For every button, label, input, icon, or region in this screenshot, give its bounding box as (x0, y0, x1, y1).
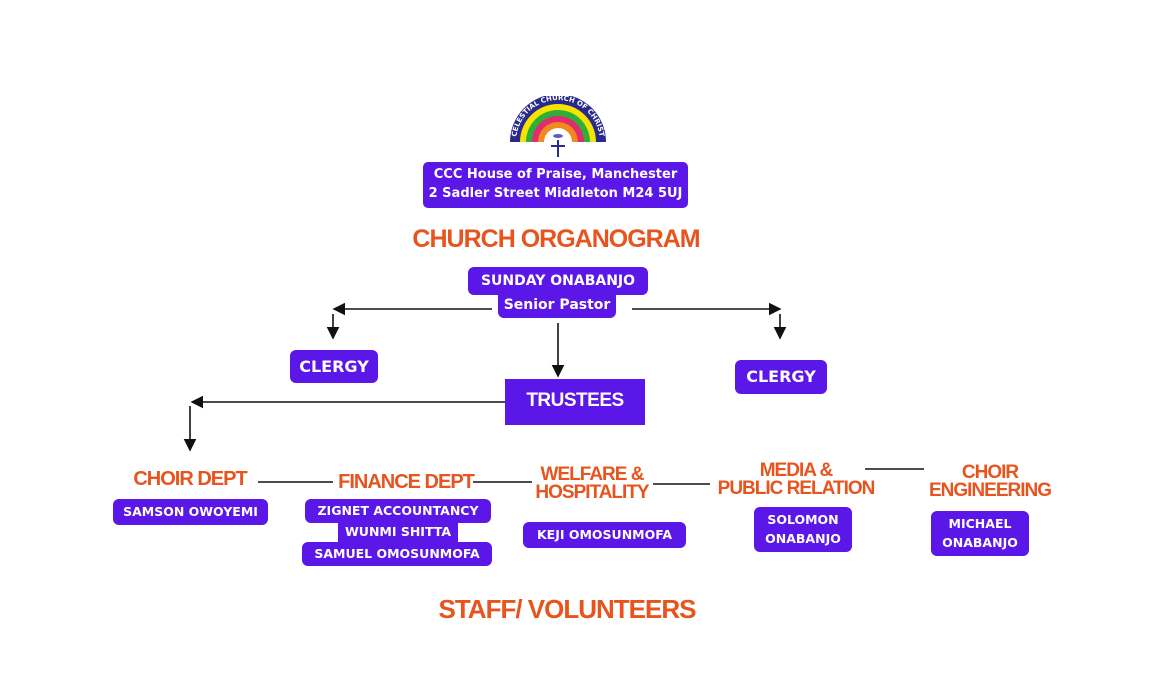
member-box-choir: SAMSON OWOYEMI (113, 499, 268, 525)
pastor-name-text: SUNDAY ONABANJO (480, 272, 636, 289)
dept-name-line: CHOIR (961, 462, 1019, 483)
member-name: MICHAEL (948, 516, 1012, 532)
member-box-media: SOLOMON ONABANJO (754, 507, 852, 552)
dept-welfare-heading: WELFARE &HOSPITALITY (535, 464, 649, 504)
member-box-finance-3: SAMUEL OMOSUNMOFA (302, 542, 492, 566)
senior-pastor-role: Senior Pastor (498, 292, 616, 318)
member-box-finance-2: WUNMI SHITTA (338, 521, 458, 544)
dept-name-line: WELFARE & (540, 464, 645, 485)
dept-media-heading: MEDIA &PUBLIC RELATION (717, 460, 876, 500)
church-address: CCC House of Praise, Manchester 2 Sadler… (423, 162, 688, 208)
member-name: SOLOMON (767, 512, 839, 528)
church-name: CCC House of Praise, Manchester (433, 167, 678, 183)
church-street-address: 2 Sadler Street Middleton M24 5UJ (428, 186, 683, 201)
dept-name-line: CHOIR DEPT (133, 468, 247, 490)
member-box-choir-engineering: MICHAEL ONABANJO (931, 511, 1029, 556)
dept-name-line: PUBLIC RELATION (717, 478, 876, 500)
member-name: WUNMI SHITTA (345, 524, 451, 540)
staff-volunteers-heading: STAFF/ VOLUNTEERS (438, 594, 697, 624)
member-name: ONABANJO (765, 530, 841, 546)
senior-pastor-name: SUNDAY ONABANJO (468, 267, 648, 295)
member-box-welfare: KEJI OMOSUNMOFA (523, 522, 686, 548)
clergy-left-box: CLERGY (290, 350, 378, 383)
member-name: KEJI OMOSUNMOFA (536, 526, 673, 542)
member-box-finance-1: ZIGNET ACCOUNTANCY (305, 499, 491, 523)
trustees-box: TRUSTEES (505, 379, 645, 425)
member-name: ONABANJO (942, 534, 1018, 550)
dept-name-line: ENGINEERING (928, 480, 1052, 502)
member-name: SAMSON OWOYEMI (123, 503, 258, 519)
page-title: CHURCH ORGANOGRAM (412, 225, 700, 253)
dept-choir-heading: CHOIR DEPT (133, 468, 247, 490)
dept-name-line: HOSPITALITY (535, 482, 649, 504)
trustees-label: TRUSTEES (526, 390, 624, 411)
clergy-right-label: CLERGY (746, 367, 816, 387)
dept-name-line: MEDIA & (759, 460, 834, 481)
pastor-role-text: Senior Pastor (503, 296, 611, 313)
clergy-right-box: CLERGY (735, 360, 827, 394)
dept-finance-heading: FINANCE DEPT (338, 471, 475, 493)
dept-name-line: FINANCE DEPT (338, 471, 475, 493)
member-name: SAMUEL OMOSUNMOFA (314, 545, 480, 561)
church-logo: CELESTIAL CHURCH OF CHRIST (510, 96, 606, 157)
clergy-left-label: CLERGY (299, 356, 369, 376)
member-name: ZIGNET ACCOUNTANCY (317, 502, 479, 518)
